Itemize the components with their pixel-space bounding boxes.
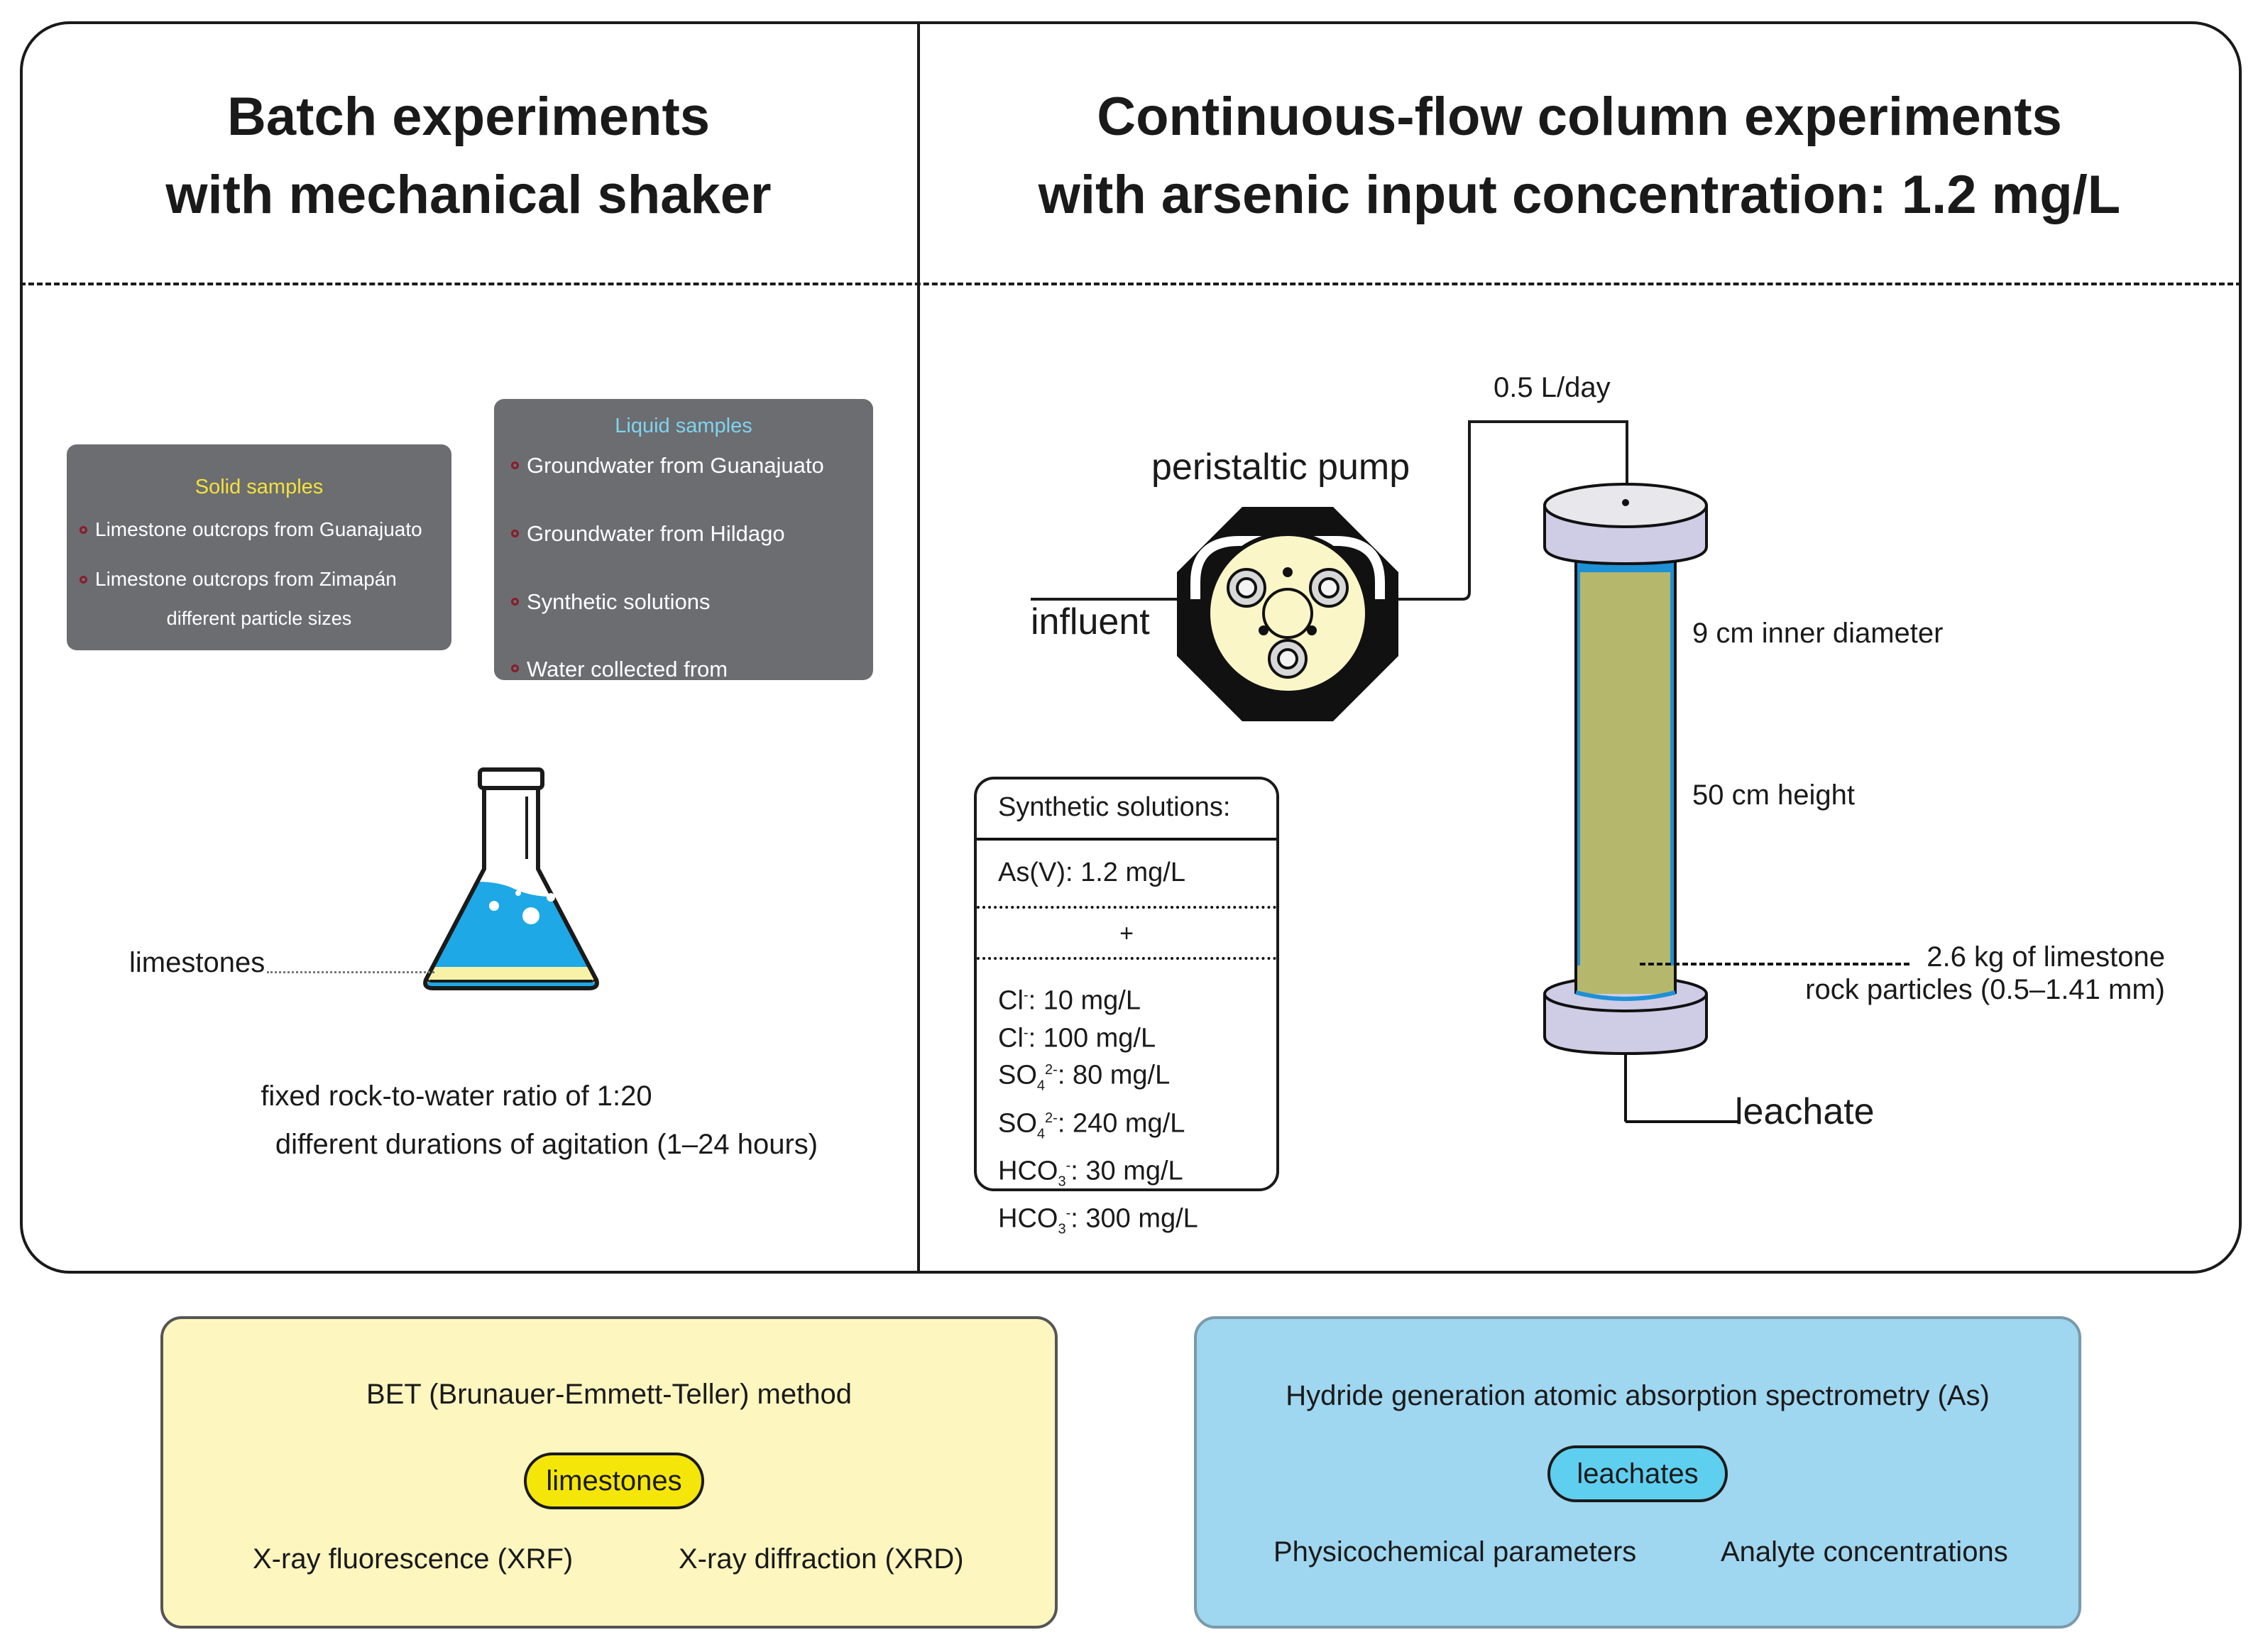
particle-size-label: rock particles (0.5–1.41 mm) xyxy=(1805,974,2165,1005)
solid-samples-box: Solid samples Limestone outcrops from Gu… xyxy=(67,444,451,650)
dotted-divider xyxy=(977,957,1276,960)
liquid-item-label: Groundwater from Guanajuato xyxy=(527,453,824,478)
column-apparatus xyxy=(1543,483,1708,1122)
batch-title-line1: Batch experiments xyxy=(226,87,711,147)
flask-leader-line xyxy=(267,971,434,973)
leachate-outlet-line xyxy=(1626,1120,1739,1123)
limestone-fill xyxy=(1574,545,1677,995)
xrd-method: X-ray diffraction (XRD) xyxy=(679,1543,964,1575)
ratio-text: fixed rock-to-water ratio of 1:20 xyxy=(261,1081,652,1112)
solid-item-guanajuato: Limestone outcrops from Guanajuato xyxy=(80,518,464,541)
synthetic-heading-divider xyxy=(977,838,1276,841)
ion-sulfate-80: SO42-: 80 mg/L xyxy=(998,1060,1171,1094)
column-title: Continuous-flow column experiments with … xyxy=(923,78,2236,234)
bet-method: BET (Brunauer-Emmett-Teller) method xyxy=(366,1379,852,1410)
panel-divider xyxy=(917,21,920,1274)
arsenic-concentration: As(V): 1.2 mg/L xyxy=(998,858,1185,887)
peristaltic-pump-icon xyxy=(1177,507,1398,721)
liquid-item-springs: Water collected from As-free springs sup… xyxy=(511,656,890,737)
ion-bicarbonate-30: HCO3-: 30 mg/L xyxy=(998,1156,1183,1190)
liquid-samples-box: Liquid samples Groundwater from Guanajua… xyxy=(494,399,873,735)
ion-sulfate-240: SO42-: 240 mg/L xyxy=(998,1108,1185,1142)
diameter-label: 9 cm inner diameter xyxy=(1692,618,1944,649)
liquid-item-label: Groundwater from Hildago xyxy=(527,521,785,546)
synthetic-heading: Synthetic solutions: xyxy=(998,792,1231,822)
ion-chloride-10: Cl-: 10 mg/L xyxy=(998,985,1141,1016)
solid-samples-footer: different particle sizes xyxy=(166,608,352,629)
hg-aas-method: Hydride generation atomic absorption spe… xyxy=(1286,1380,1990,1411)
xrf-method: X-ray fluorescence (XRF) xyxy=(253,1543,574,1575)
flask-liquid xyxy=(425,880,597,988)
liquid-item-label: Synthetic solutions xyxy=(527,589,711,614)
duration-text: different durations of agitation (1–24 h… xyxy=(275,1129,818,1160)
flask-label: limestones xyxy=(129,947,265,978)
bullet-icon xyxy=(511,461,519,469)
limestone-mass-label: 2.6 kg of limestone xyxy=(1927,941,2165,973)
title-separator xyxy=(20,283,2242,285)
pump-tubing-diagram xyxy=(1031,420,1628,601)
limestones-pill: limestones xyxy=(524,1453,704,1509)
plus-sign: + xyxy=(1119,920,1134,947)
liquid-item-line: with As xyxy=(527,711,597,735)
analyte-concentrations: Analyte concentrations xyxy=(1721,1536,2008,1568)
erlenmeyer-flask-icon xyxy=(423,767,599,990)
liquid-item-hildago: Groundwater from Hildago xyxy=(511,521,890,547)
solid-item-zimapan: Limestone outcrops from Zimapán xyxy=(80,568,464,591)
limestone-sediment xyxy=(425,967,597,983)
liquid-item-line: Water collected from xyxy=(527,657,728,682)
ion-chloride-100: Cl-: 100 mg/L xyxy=(998,1023,1156,1054)
pump-label: peristaltic pump xyxy=(1151,447,1410,488)
ion-bicarbonate-300: HCO3-: 300 mg/L xyxy=(998,1203,1198,1237)
synthetic-solutions-box: Synthetic solutions: As(V): 1.2 mg/L + C… xyxy=(974,777,1279,1237)
solid-item-label: Limestone outcrops from Guanajuato xyxy=(95,518,422,540)
bullet-icon xyxy=(511,598,519,606)
liquid-item-guanajuato: Groundwater from Guanajuato xyxy=(511,453,890,478)
flow-rate-label: 0.5 L/day xyxy=(1494,372,1611,403)
height-label: 50 cm height xyxy=(1692,779,1856,811)
liquid-samples-heading: Liquid samples xyxy=(615,415,752,437)
leachates-pill: leachates xyxy=(1547,1445,1728,1502)
liquid-analysis-panel: Hydride generation atomic absorption spe… xyxy=(1194,1316,2081,1629)
solid-analysis-panel: BET (Brunauer-Emmett-Teller) method lime… xyxy=(160,1316,1058,1629)
solid-item-label: Limestone outcrops from Zimapán xyxy=(95,568,397,590)
bullet-icon xyxy=(80,576,87,584)
bullet-icon xyxy=(80,526,87,534)
bullet-icon xyxy=(511,664,519,672)
liquid-item-synthetic: Synthetic solutions xyxy=(511,589,890,615)
column-title-line2: with arsenic input concentration: 1.2 mg… xyxy=(1038,165,2121,225)
bullet-icon xyxy=(511,530,519,537)
batch-title: Batch experiments with mechanical shaker xyxy=(28,78,909,234)
batch-title-line2: with mechanical shaker xyxy=(165,165,772,225)
influent-label: influent xyxy=(1031,601,1150,642)
solid-samples-heading: Solid samples xyxy=(194,476,324,498)
leachate-label: leachate xyxy=(1735,1091,1875,1132)
ion-list: Cl-: 10 mg/L Cl-: 100 mg/L SO42-: 80 mg/… xyxy=(998,980,1198,1245)
experiments-frame xyxy=(20,21,2242,1274)
dotted-divider xyxy=(977,906,1276,909)
column-title-line1: Continuous-flow column experiments xyxy=(1097,87,2062,147)
limestone-leader-line xyxy=(1640,963,1909,966)
liquid-item-line: As-free springs supplemented xyxy=(527,684,819,709)
physicochemical-params: Physicochemical parameters xyxy=(1273,1536,1637,1568)
